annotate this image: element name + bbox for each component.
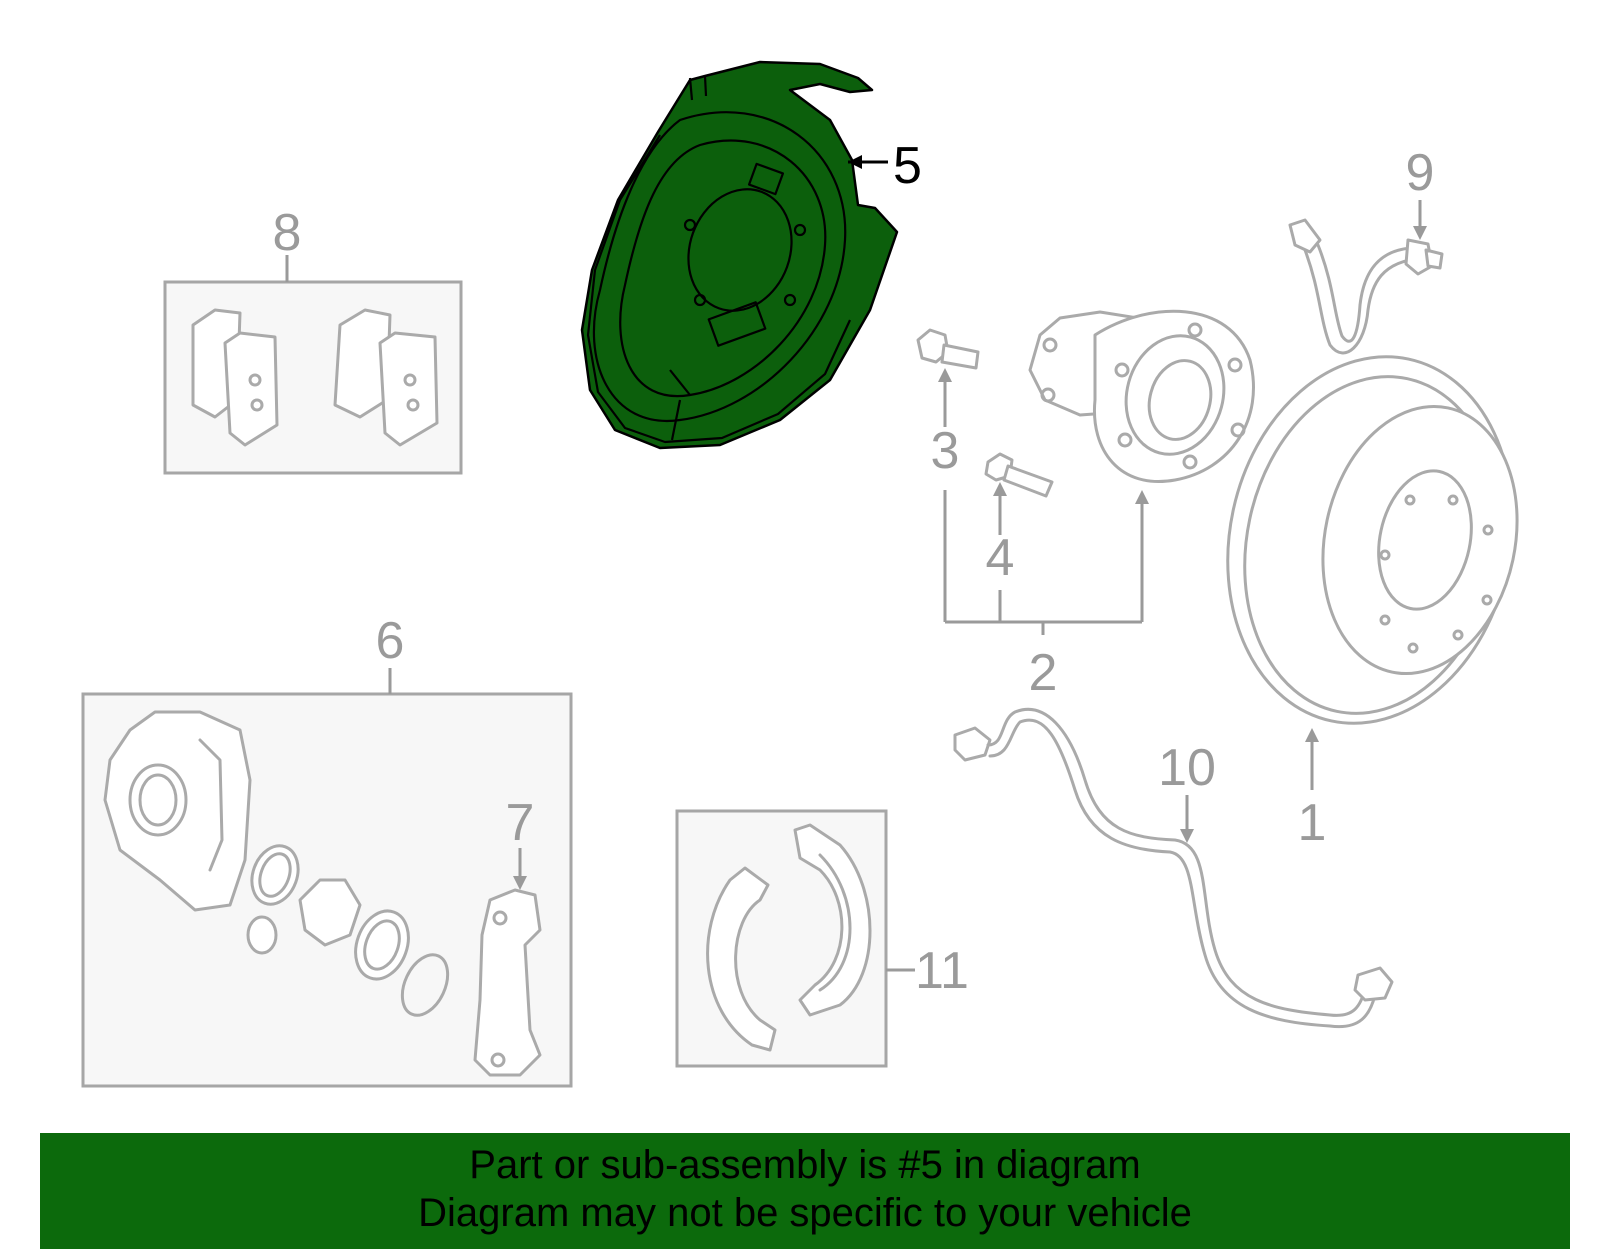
part-1-brake-rotor[interactable]: 1 <box>1195 330 1546 852</box>
callout-4: 4 <box>986 529 1015 587</box>
part-11-parking-brake-shoes[interactable]: 11 <box>675 809 969 1068</box>
callout-3: 3 <box>931 422 960 480</box>
callout-9: 9 <box>1406 144 1435 202</box>
callout-5: 5 <box>893 137 922 195</box>
part-9-brake-hose[interactable]: 9 <box>1288 144 1444 355</box>
callout-1: 1 <box>1298 794 1327 852</box>
callout-11: 11 <box>915 942 969 1000</box>
callout-6: 6 <box>376 612 405 670</box>
part-2-hub-assembly[interactable]: 2 <box>943 309 1255 702</box>
callout-7: 7 <box>506 794 535 852</box>
part-5-backing-plate[interactable]: 5 <box>580 60 922 450</box>
part-8-brake-pads[interactable]: 8 <box>163 204 463 475</box>
part-3-bolt[interactable]: 3 <box>916 328 980 480</box>
callout-10: 10 <box>1158 739 1216 797</box>
part-7-caliper-bracket[interactable]: 7 <box>473 794 542 1077</box>
part-6-caliper-kit[interactable]: 6 7 <box>81 612 573 1088</box>
part-4-wheel-stud[interactable]: 4 <box>984 452 1054 587</box>
banner-line-2: Diagram may not be specific to your vehi… <box>418 1191 1192 1235</box>
callout-2: 2 <box>1029 644 1058 702</box>
part-10-abs-sensor[interactable]: 10 <box>953 707 1394 1029</box>
banner-line-1: Part or sub-assembly is #5 in diagram <box>469 1143 1141 1187</box>
notice-banner: Part or sub-assembly is #5 in diagram Di… <box>40 1133 1570 1249</box>
callout-8: 8 <box>273 204 302 262</box>
